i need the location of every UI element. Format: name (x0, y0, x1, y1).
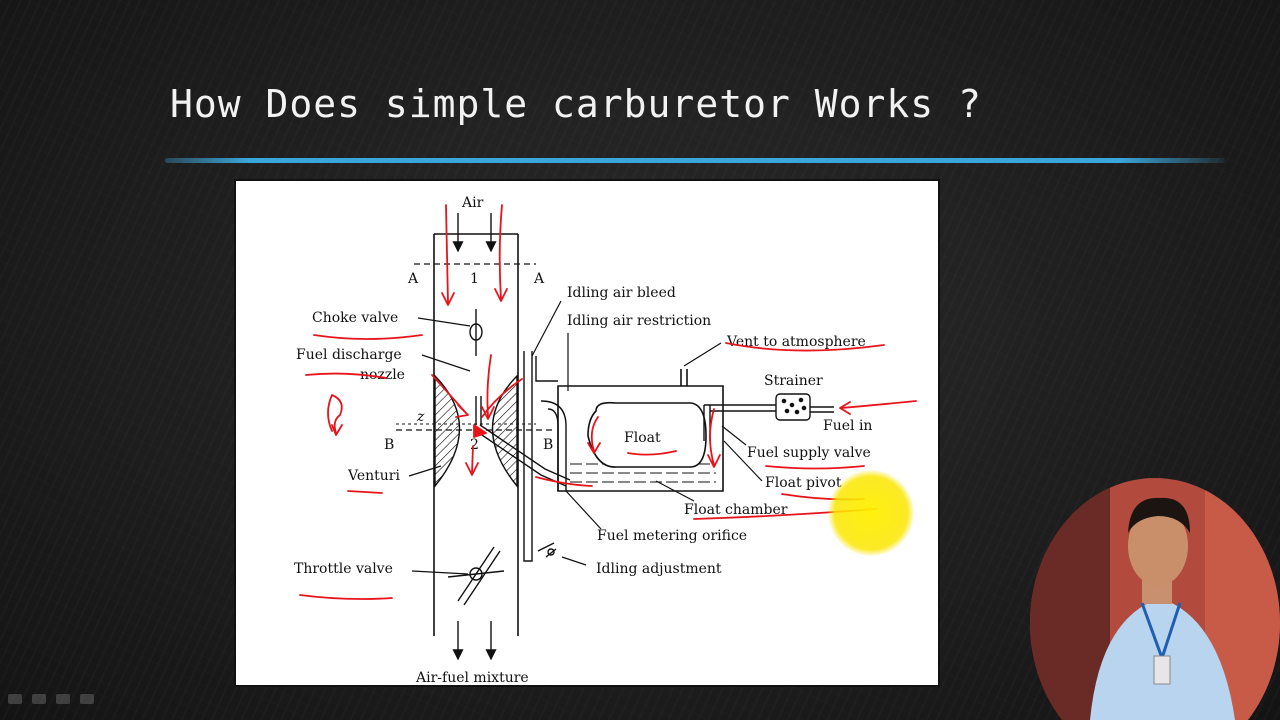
slide-menu-icon[interactable] (56, 694, 70, 704)
label-strainer: Strainer (764, 373, 823, 389)
label-section-b-right: B (543, 437, 553, 453)
float-chamber-body (557, 369, 724, 492)
label-float: Float (624, 430, 661, 446)
label-z: z (416, 409, 425, 425)
label-section-a-right: A (533, 271, 545, 287)
label-float-pivot: Float pivot (765, 475, 842, 491)
fuel-supply-valve-symbol (703, 404, 776, 441)
label-air: Air (461, 195, 484, 211)
label-section-b-left: B (384, 437, 394, 453)
presenter-webcam (1030, 478, 1280, 720)
air-inlet-arrows (452, 213, 497, 253)
venturi-left-wall (434, 374, 461, 488)
label-vent-to-atmosphere: Vent to atmosphere (726, 334, 866, 350)
label-section-a-left: A (407, 271, 419, 287)
idling-passage (523, 351, 567, 562)
label-idling-air-bleed: Idling air bleed (567, 285, 676, 301)
carburetor-diagram: Air A 1 A Choke valve Fuel discharge noz… (234, 179, 940, 687)
label-fuel-metering-orifice: Fuel metering orifice (597, 528, 747, 544)
label-float-chamber: Float chamber (684, 502, 788, 518)
label-venturi: Venturi (347, 468, 400, 484)
label-nozzle: nozzle (360, 367, 405, 383)
prev-slide-icon[interactable] (8, 694, 22, 704)
label-section-a-mid: 1 (470, 271, 479, 287)
carburetor-barrel (433, 233, 519, 636)
choke-valve-symbol (469, 309, 483, 356)
label-air-fuel-mixture: Air-fuel mixture (415, 670, 529, 686)
label-fuel-supply-valve: Fuel supply valve (747, 445, 871, 461)
laser-pointer-highlight (828, 470, 914, 556)
strainer-symbol (775, 393, 834, 421)
slide-navigation-controls[interactable] (8, 694, 94, 704)
mixture-outlet-arrows (452, 621, 497, 661)
slide-title: How Does simple carburetor Works ? (170, 82, 982, 126)
label-throttle-valve: Throttle valve (294, 561, 393, 577)
label-idling-adjustment: Idling adjustment (596, 561, 722, 577)
label-choke-valve: Choke valve (312, 310, 398, 326)
label-fuel-discharge: Fuel discharge (296, 347, 402, 363)
fuel-passage (475, 396, 571, 487)
next-slide-icon[interactable] (80, 694, 94, 704)
throttle-valve-symbol (447, 546, 505, 606)
label-section-b-mid: 2 (470, 437, 479, 453)
title-underline (165, 158, 1225, 163)
label-fuel-in: Fuel in (823, 418, 872, 434)
label-idling-air-restriction: Idling air restriction (567, 313, 711, 329)
pen-tool-icon[interactable] (32, 694, 46, 704)
leader-lines (408, 300, 763, 575)
